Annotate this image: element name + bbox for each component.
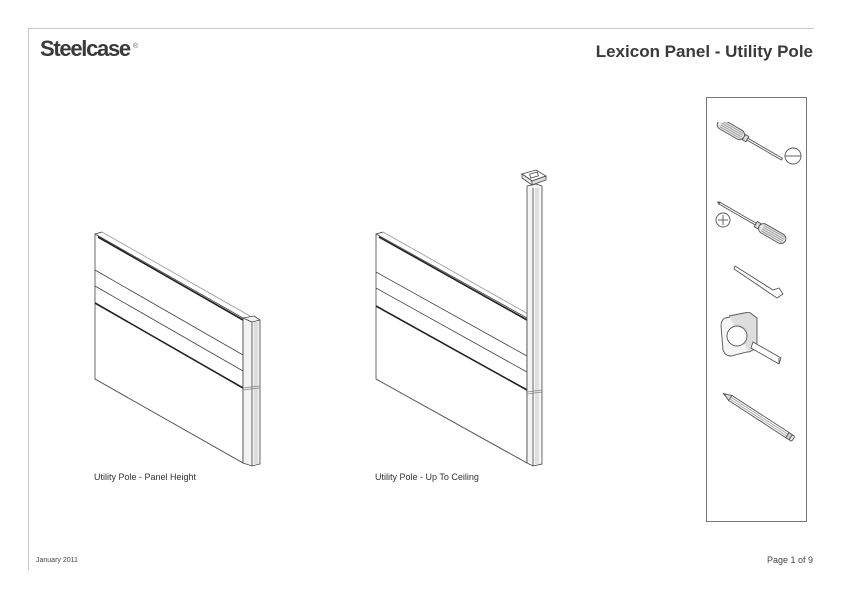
phillips-screwdriver-icon: [711, 198, 803, 256]
tape-measure-icon: [719, 312, 789, 376]
figure-caption-panel-height: Utility Pole - Panel Height: [94, 472, 197, 482]
registered-mark: ®: [132, 43, 138, 50]
page-number: Page 1 of 9: [766, 555, 813, 565]
footer-date: January 2011: [36, 557, 78, 564]
panel-height-drawing: [90, 228, 270, 468]
page-frame-top-rule: [28, 28, 814, 29]
figure-caption-up-to-ceiling: Utility Pole - Up To Ceiling: [375, 472, 479, 482]
allen-wrench-icon: [733, 264, 793, 304]
page-frame-left-rule: [28, 28, 29, 570]
up-to-ceiling-drawing: [370, 166, 550, 468]
brand-name: Steelcase: [40, 36, 131, 61]
steelcase-logo: Steelcase®: [40, 36, 138, 62]
pencil-icon: [715, 390, 801, 442]
page-title: Lexicon Panel - Utility Pole: [595, 42, 813, 61]
flathead-screwdriver-icon: [713, 122, 805, 184]
required-tools-panel: [706, 97, 807, 522]
